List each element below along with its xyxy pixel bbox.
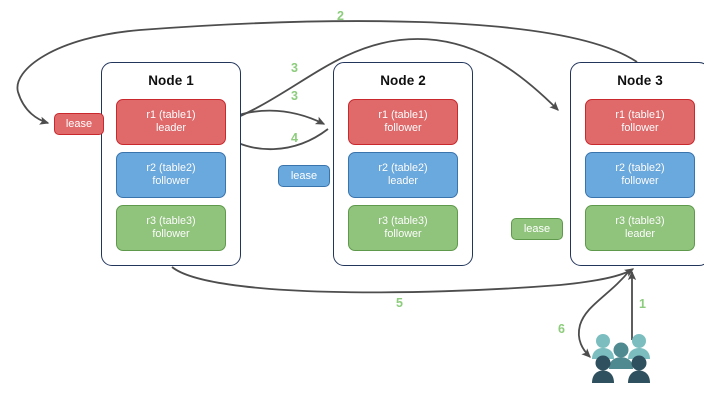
replica-range-label: r2 (table2) [615,161,665,174]
replica-box-r2[interactable]: r2 (table2) follower [585,152,695,198]
replica-box-r2[interactable]: r2 (table2) leader [348,152,458,198]
replica-box-r2[interactable]: r2 (table2) follower [116,152,226,198]
step-label-2: 2 [337,9,344,23]
replica-role-label: follower [152,228,190,240]
replica-role-label: leader [155,122,186,134]
step-label-6: 6 [558,322,565,336]
replica-range-label: r2 (table2) [378,161,428,174]
node-container-2: Node 2 r1 (table1) follower r2 (table2) … [333,62,473,266]
replica-range-label: r3 (table3) [378,214,428,227]
node-title: Node 3 [617,73,663,88]
node-title: Node 2 [380,73,426,88]
node-container-3: Node 3 r1 (table1) follower r2 (table2) … [570,62,704,266]
step-label-3a: 3 [291,61,298,75]
replica-range-label: r3 (table3) [615,214,665,227]
replica-role-label: leader [624,228,655,240]
replica-range-label: r1 (table1) [146,108,196,121]
users-front-row [592,355,650,383]
replica-range-label: r3 (table3) [146,214,196,227]
users-back-row [592,334,650,359]
replica-box-r3[interactable]: r3 (table3) follower [348,205,458,251]
step-label-1: 1 [639,297,646,311]
replica-role-label: follower [621,175,659,187]
arrow-step-5 [171,266,635,294]
replica-box-r1[interactable]: r1 (table1) follower [585,99,695,145]
node-container-1: Node 1 r1 (table1) leader r2 (table2) fo… [101,62,241,266]
step-label-5: 5 [396,296,403,310]
replica-box-r3[interactable]: r3 (table3) follower [116,205,226,251]
lease-badge-r3[interactable]: lease [511,218,563,240]
node-title: Node 1 [148,73,194,88]
replica-range-label: r1 (table1) [615,108,665,121]
replica-box-r1[interactable]: r1 (table1) follower [348,99,458,145]
step-label-3b: 3 [291,89,298,103]
replica-range-label: r2 (table2) [146,161,196,174]
replica-role-label: leader [387,175,418,187]
replica-box-r1[interactable]: r1 (table1) leader [116,99,226,145]
lease-badge-r2[interactable]: lease [278,165,330,187]
replica-box-r3[interactable]: r3 (table3) leader [585,205,695,251]
replica-role-label: follower [152,175,190,187]
replica-role-label: follower [621,122,659,134]
replica-range-label: r1 (table1) [378,108,428,121]
replica-role-label: follower [384,228,422,240]
users-group-icon [592,334,650,383]
users-middle-figure [609,342,633,369]
lease-badge-r1[interactable]: lease [54,113,104,135]
replica-role-label: follower [384,122,422,134]
step-label-4: 4 [291,131,298,145]
